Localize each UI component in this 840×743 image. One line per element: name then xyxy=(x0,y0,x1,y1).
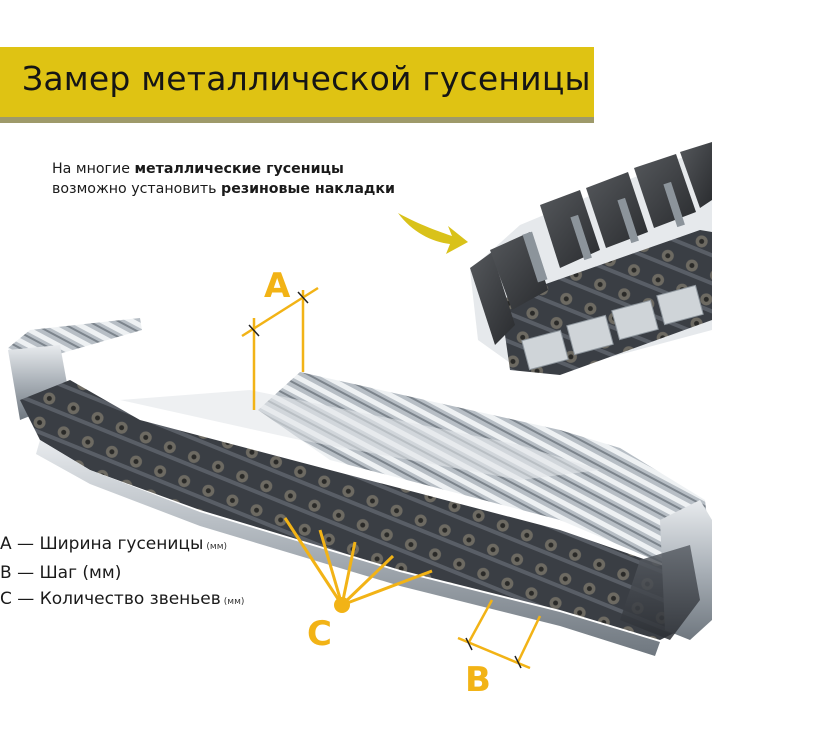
label-a: A xyxy=(264,266,291,306)
arrow-icon xyxy=(398,213,468,254)
label-b: B xyxy=(465,660,491,700)
legend: A — Ширина гусеницы(мм) B — Шаг (мм) C —… xyxy=(0,531,244,615)
dimension-c-hub xyxy=(334,597,350,613)
metal-track xyxy=(8,318,712,656)
rubber-pad-note: На многие металлические гусеницы возможн… xyxy=(52,159,395,199)
rubber-pad-track xyxy=(470,142,712,375)
legend-item-c: C — Количество звеньев(мм) xyxy=(0,589,245,609)
dimension-a xyxy=(241,286,319,410)
title-bar: Замер металлической гусеницы xyxy=(0,47,594,117)
note-line-2: возможно установить резиновые накладки xyxy=(52,181,395,197)
legend-item-a: A — Ширина гусеницы(мм) xyxy=(0,534,228,554)
legend-item-b: B — Шаг (мм) xyxy=(0,563,122,583)
page-title: Замер металлической гусеницы xyxy=(22,59,591,98)
dimension-c xyxy=(283,517,433,607)
title-bar-shadow xyxy=(0,117,594,123)
note-line-1: На многие металлические гусеницы xyxy=(52,161,344,177)
dimension-b xyxy=(457,599,542,670)
label-c: C xyxy=(307,614,332,654)
